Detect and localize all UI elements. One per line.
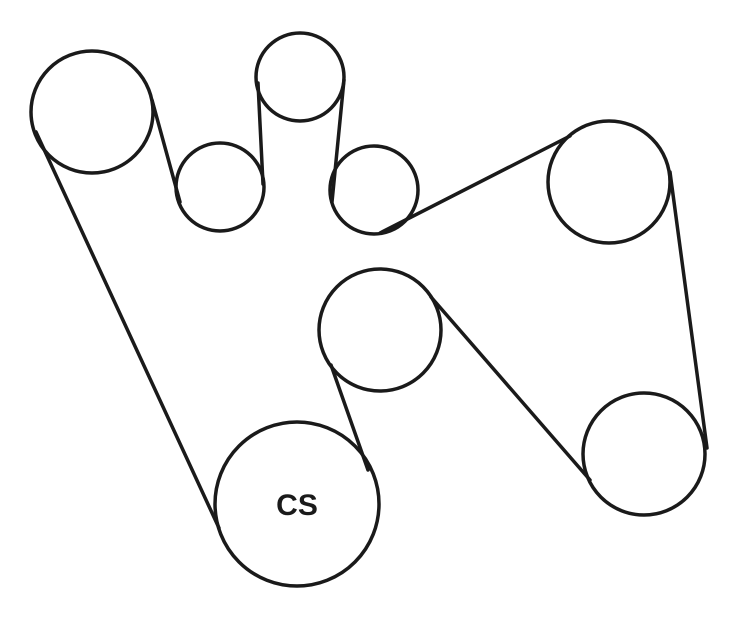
crankshaft-label: CS — [276, 489, 318, 522]
belt — [34, 78, 709, 530]
belt-segment-topcenter-to-idler-center — [330, 78, 346, 204]
pulley-top-left — [29, 49, 155, 175]
pulleys — [29, 31, 707, 588]
belt-segment-right-upper-to-right-lower — [668, 170, 709, 450]
belt-segment-topleft-to-crankshaft — [34, 130, 221, 530]
belt-segment-right-lower-to-center — [429, 295, 592, 482]
pulley-right-lower — [581, 391, 707, 517]
pulley-idler-left — [174, 141, 266, 233]
belt-segment-idler-left-to-topcenter — [256, 81, 265, 186]
belt-segment-idler-center-to-right-upper — [378, 134, 572, 235]
pulley-crankshaft — [213, 420, 381, 588]
pulley-top-center — [254, 31, 346, 123]
pulley-center — [317, 267, 443, 393]
pulley-right-upper — [546, 119, 672, 245]
pulley-idler-center — [328, 144, 420, 236]
